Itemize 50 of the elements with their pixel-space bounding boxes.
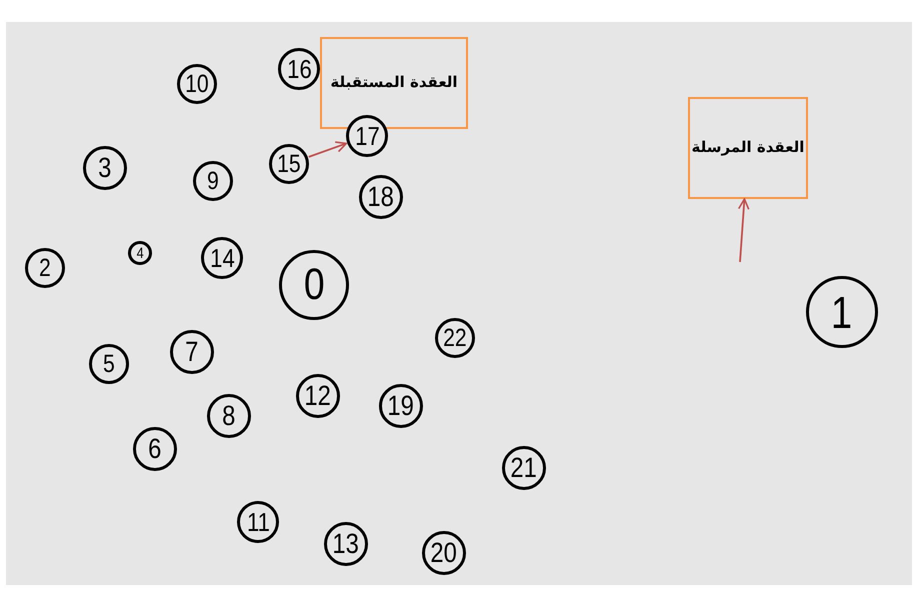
numbered-circle: [296, 374, 340, 418]
numbered-circle: [269, 144, 309, 184]
node-number: 13: [332, 530, 360, 558]
numbered-circle: [201, 237, 243, 279]
node-number: 11: [246, 509, 270, 535]
node-number: 21: [510, 454, 538, 482]
label-box: [688, 97, 808, 199]
numbered-circle: [278, 48, 320, 90]
node-number: 4: [136, 246, 144, 260]
node-number: 2: [39, 256, 51, 280]
numbered-circle: [177, 64, 217, 104]
numbered-circle: [435, 318, 475, 358]
numbered-circle: [89, 344, 129, 384]
node-number: 8: [222, 402, 236, 430]
label-box: [320, 37, 468, 129]
node-number: 0: [304, 263, 324, 307]
numbered-circle: [128, 241, 152, 265]
node-number: 18: [368, 183, 394, 211]
arrow: [308, 141, 348, 158]
node-number: 15: [277, 152, 301, 176]
numbered-circle: [379, 384, 423, 428]
numbered-circle: [422, 531, 466, 575]
numbered-circle: [170, 330, 214, 374]
node-number: 17: [354, 123, 380, 149]
node-number: 16: [286, 56, 312, 82]
node-number: 9: [207, 168, 219, 194]
numbered-circle: [324, 522, 368, 566]
numbered-circle: [83, 146, 127, 190]
node-number: 5: [103, 352, 115, 376]
numbered-circle: [193, 161, 233, 201]
node-number: 3: [98, 154, 112, 182]
numbered-circle: [502, 446, 546, 490]
numbered-circle: [237, 501, 279, 543]
node-number: 20: [430, 539, 458, 567]
node-number: 10: [185, 72, 209, 96]
numbered-circle: [133, 427, 177, 471]
node-number: 7: [185, 338, 199, 366]
numbered-circle: [207, 394, 251, 438]
node-number: 1: [831, 290, 853, 334]
node-number: 12: [304, 382, 332, 410]
node-number: 6: [148, 435, 162, 463]
node-number: 22: [443, 326, 467, 350]
arrow: [738, 198, 750, 262]
node-label: العقدة المرسلة: [692, 137, 804, 158]
node-number: 14: [210, 245, 234, 271]
node-number: 19: [388, 392, 414, 420]
node-label: العقدة المستقبلة: [330, 72, 458, 94]
numbered-circle: [25, 248, 65, 288]
numbered-circle: [346, 115, 388, 157]
numbered-circle: [359, 175, 403, 219]
